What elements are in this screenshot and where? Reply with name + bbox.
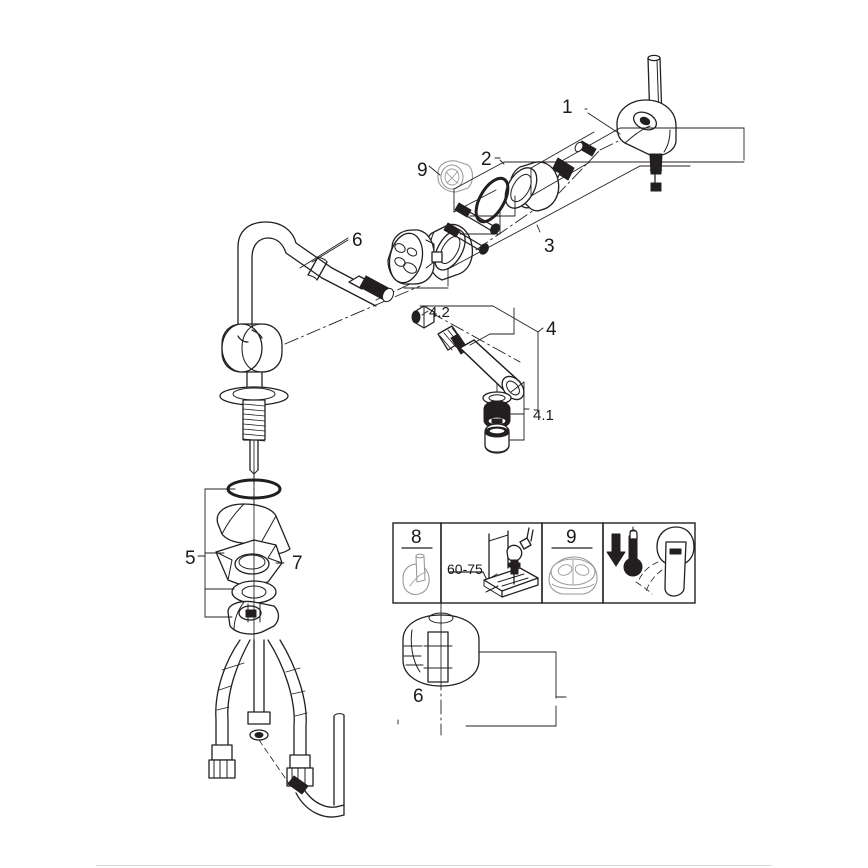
thermometer-lever-icon — [606, 526, 695, 597]
panel-8-label: 8 — [411, 527, 422, 548]
thread-hatch — [242, 403, 266, 442]
callout-6-upper: 6 — [352, 230, 363, 251]
callout-5: 5 — [185, 548, 196, 569]
cartridge-screw-b — [443, 222, 489, 255]
footer-divider — [96, 865, 772, 866]
bracket-6-bottom — [397, 651, 567, 727]
cartridge-screw-a — [454, 202, 500, 235]
cartridge-assembly — [387, 140, 597, 285]
panel-dimension-60-75: 60-75 — [447, 561, 483, 577]
panel-9-label: 9 — [566, 527, 577, 548]
instruction-panel-group — [392, 522, 696, 604]
lever-handle — [616, 54, 677, 192]
spray-head-assembly — [411, 305, 525, 454]
hose-coupling — [348, 275, 395, 303]
callout-7: 7 — [292, 553, 303, 574]
callout-9-upper: 9 — [417, 160, 428, 181]
grease-sachet-upper — [437, 160, 474, 193]
main-faucet-body — [219, 221, 386, 479]
grease-sachet-icon — [548, 556, 598, 595]
bracket-5 — [197, 488, 236, 618]
allen-key-icon — [402, 553, 430, 595]
callout-4: 4 — [546, 319, 557, 340]
supply-hoses — [208, 639, 345, 818]
worktop-mounting-icon — [449, 527, 539, 598]
callout-2: 2 — [481, 149, 492, 170]
callout-6-lower: 6 — [413, 686, 424, 707]
callout-1: 1 — [562, 97, 573, 118]
callout-4-1: 4.1 — [533, 407, 554, 424]
callout-4-2: 4.2 — [429, 304, 450, 321]
counterweight — [402, 612, 480, 687]
callout-brackets — [299, 108, 745, 441]
callout-3: 3 — [544, 236, 555, 257]
mounting-kit — [215, 478, 291, 641]
